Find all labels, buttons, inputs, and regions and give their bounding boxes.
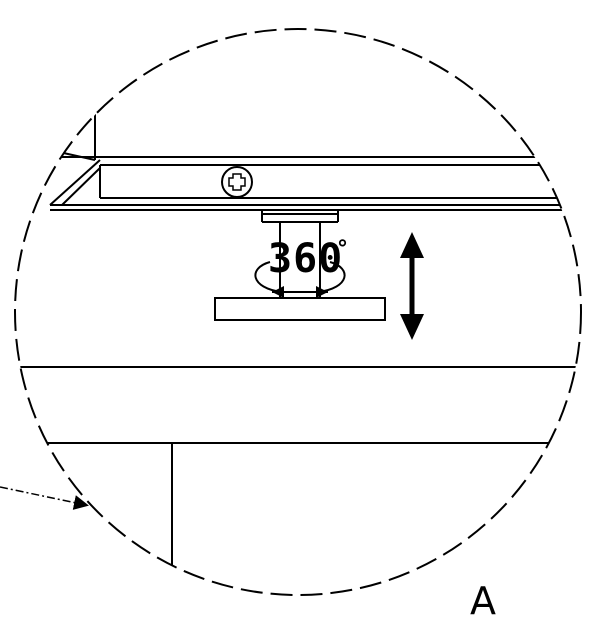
upper-frame-rail xyxy=(49,90,581,211)
rotation-value-label: 360 xyxy=(268,236,343,282)
view-letter: A xyxy=(470,579,496,623)
leveler-stem xyxy=(261,211,339,298)
detail-content xyxy=(15,90,581,595)
degree-symbol: ° xyxy=(337,237,348,262)
phillips-screw-icon xyxy=(221,166,253,198)
rotation-arrow-icon xyxy=(254,261,346,298)
dash-dot-leader-arrow xyxy=(0,486,89,510)
leveler-foot xyxy=(214,297,386,321)
rotation-label-group: 360 ° xyxy=(268,236,348,282)
double-vertical-arrow-icon xyxy=(400,232,424,340)
detail-boundary-circle xyxy=(14,28,582,596)
